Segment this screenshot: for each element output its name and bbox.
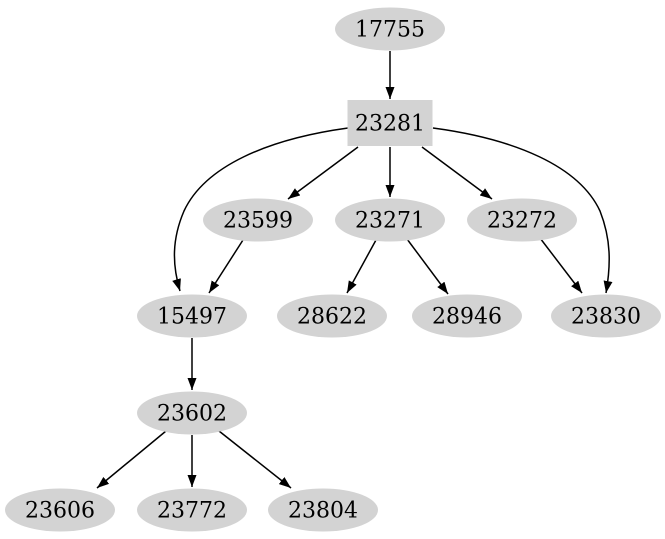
node-label: 23271: [355, 209, 425, 234]
edge-23281-23830: [432, 127, 613, 294]
node-label: 17755: [355, 18, 425, 43]
node-ellipse-shape: [412, 294, 522, 338]
node-ellipse-shape: [137, 391, 247, 435]
edge-layer: [96, 51, 613, 489]
node-label: 23599: [223, 209, 293, 234]
node-ellipse-shape: [137, 294, 247, 338]
node-label: 23272: [487, 209, 557, 234]
edge-23272-23830: [539, 237, 583, 294]
node-ellipse-shape: [335, 198, 445, 242]
node-label: 23804: [288, 499, 358, 524]
node-17755: 17755: [335, 7, 445, 51]
node-ellipse-shape: [203, 198, 313, 242]
node-ellipse-shape: [268, 488, 378, 532]
node-15497: 15497: [137, 294, 247, 338]
node-ellipse-shape: [277, 294, 387, 338]
node-ellipse-shape: [137, 488, 247, 532]
node-label: 23602: [157, 402, 227, 427]
node-28946: 28946: [412, 294, 522, 338]
node-box-shape: [347, 100, 433, 146]
node-ellipse-shape: [551, 294, 661, 338]
node-23272: 23272: [467, 198, 577, 242]
node-23599: 23599: [203, 198, 313, 242]
edge-23271-28622: [346, 239, 377, 294]
edge-23281-23599: [287, 146, 359, 200]
node-label: 23772: [157, 499, 227, 524]
node-23271: 23271: [335, 198, 445, 242]
node-ellipse-shape: [467, 198, 577, 242]
node-label: 15497: [157, 305, 227, 330]
node-23281: 23281: [347, 100, 433, 146]
node-label: 23606: [25, 499, 95, 524]
node-28622: 28622: [277, 294, 387, 338]
node-23606: 23606: [5, 488, 115, 532]
node-label: 23281: [355, 112, 425, 137]
node-label: 23830: [571, 305, 641, 330]
edge-23281-15497: [172, 127, 349, 292]
node-23804: 23804: [268, 488, 378, 532]
edge-23281-23272: [421, 146, 493, 200]
edge-23271-28946: [406, 238, 449, 295]
node-layer: 17755 23281 23599 23271 23272 15497 28622 28946…: [5, 7, 661, 532]
node-label: 28946: [432, 305, 502, 330]
edge-23602-23606: [96, 430, 167, 489]
node-label: 28622: [297, 305, 367, 330]
node-23830: 23830: [551, 294, 661, 338]
node-23772: 23772: [137, 488, 247, 532]
node-ellipse-shape: [335, 7, 445, 51]
edge-23602-23804: [218, 430, 292, 489]
node-23602: 23602: [137, 391, 247, 435]
edge-23599-15497: [208, 239, 244, 294]
node-ellipse-shape: [5, 488, 115, 532]
